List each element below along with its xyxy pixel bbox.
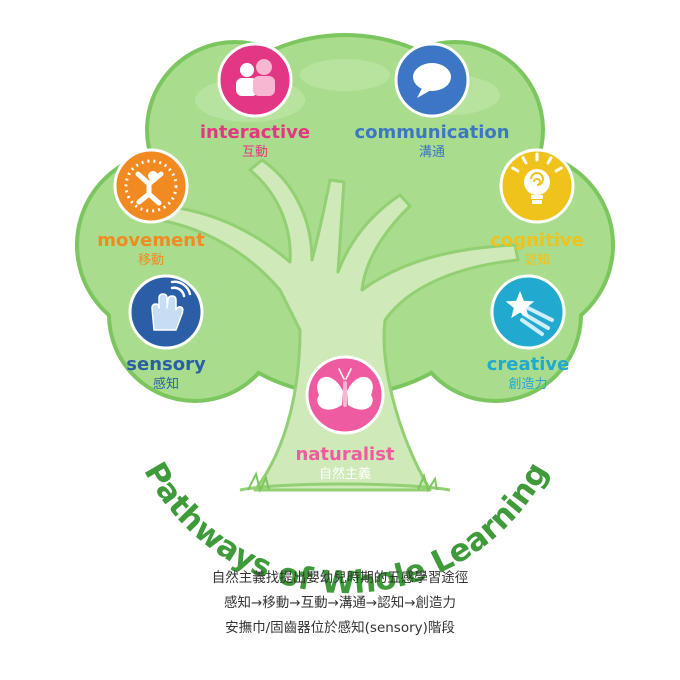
node-cognitive-label: cognitive <box>490 230 584 251</box>
node-sensory-label-zh: 感知 <box>153 376 179 392</box>
node-communication: communication 溝通 <box>354 42 510 160</box>
speech-bubble-icon <box>413 63 451 98</box>
person-jumping-icon <box>124 159 178 213</box>
node-sensory-label: sensory <box>126 354 206 375</box>
caption-line-1: 自然主義找提出嬰幼兒時期的五感學習途徑 <box>211 570 469 586</box>
node-movement: movement 移動 <box>97 148 205 268</box>
caption-line-3: 安撫巾/固齒器位於感知(sensory)階段 <box>225 620 455 636</box>
node-naturalist-label: naturalist <box>295 444 394 465</box>
node-creative: creative 創造力 <box>487 274 570 392</box>
node-movement-label-zh: 移動 <box>138 253 164 268</box>
node-communication-label: communication <box>354 122 509 143</box>
people-icon <box>236 59 275 96</box>
lightbulb-icon <box>511 152 563 204</box>
shooting-star-icon <box>505 291 554 336</box>
node-creative-circle <box>490 274 566 350</box>
node-interactive-label-zh: 互動 <box>242 145 268 160</box>
node-naturalist-label-zh: 自然主義 <box>319 466 371 482</box>
touch-hand-icon <box>151 280 192 331</box>
node-interactive: interactive 互動 <box>200 42 310 160</box>
node-movement-label: movement <box>97 230 205 251</box>
node-creative-label: creative <box>487 354 570 375</box>
tree-trunk <box>158 158 520 493</box>
node-communication-label-zh: 溝通 <box>419 145 445 160</box>
butterfly-icon <box>317 368 373 410</box>
node-creative-label-zh: 創造力 <box>508 377 547 392</box>
caption-line-2: 感知→移動→互動→溝通→認知→創造力 <box>223 595 457 611</box>
learning-nodes: interactive 互動 communication 溝通 movement 移動 co… <box>97 42 584 482</box>
node-cognitive-label-zh: 認知 <box>524 252 550 268</box>
node-interactive-label: interactive <box>200 122 310 143</box>
